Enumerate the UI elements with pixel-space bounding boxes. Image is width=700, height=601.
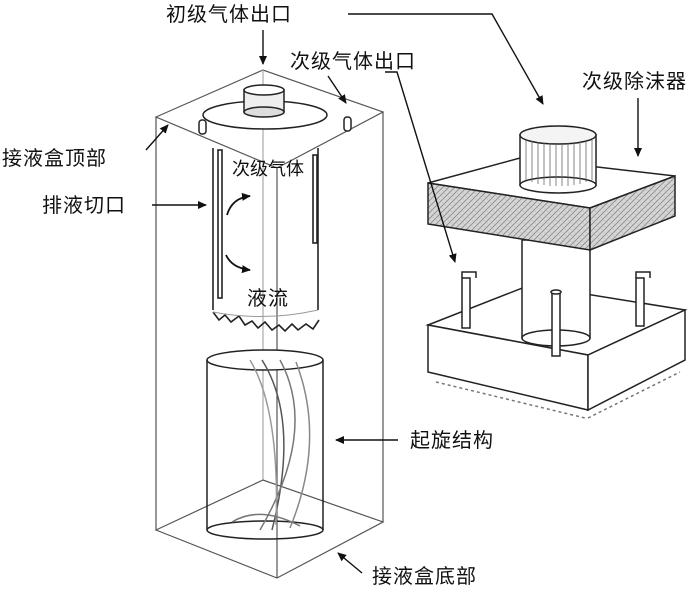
callout-leaders — [145, 13, 642, 574]
label-box-bottom: 接液盒底部 — [372, 564, 477, 588]
liquid-flow-arrow — [225, 254, 251, 274]
label-secondary-gas: 次级气体 — [232, 159, 304, 180]
label-primary-gas-outlet: 初级气体出口 — [166, 2, 292, 26]
label-secondary-gas-outlet: 次级气体出口 — [290, 49, 416, 73]
primary-outlet-tube — [202, 84, 328, 130]
swirl-tube — [206, 349, 324, 540]
flow-arrows — [225, 192, 251, 274]
inner-upper-tube — [212, 148, 320, 333]
demister-outlet-cylinder — [519, 125, 597, 194]
demister-assembly — [425, 125, 688, 419]
demister-pins — [461, 271, 651, 357]
label-box-top: 接液盒顶部 — [2, 146, 107, 170]
secondary-gas-arrow — [226, 192, 251, 216]
label-drain-slot: 排液切口 — [42, 193, 126, 217]
label-secondary-demister: 次级除沫器 — [582, 69, 687, 93]
label-swirl-structure: 起旋结构 — [410, 428, 494, 452]
box-bottom-face — [154, 479, 385, 579]
label-liquid-flow: 液流 — [247, 286, 289, 310]
secondary-outlet-slots — [198, 116, 352, 135]
collection-box — [154, 69, 385, 579]
